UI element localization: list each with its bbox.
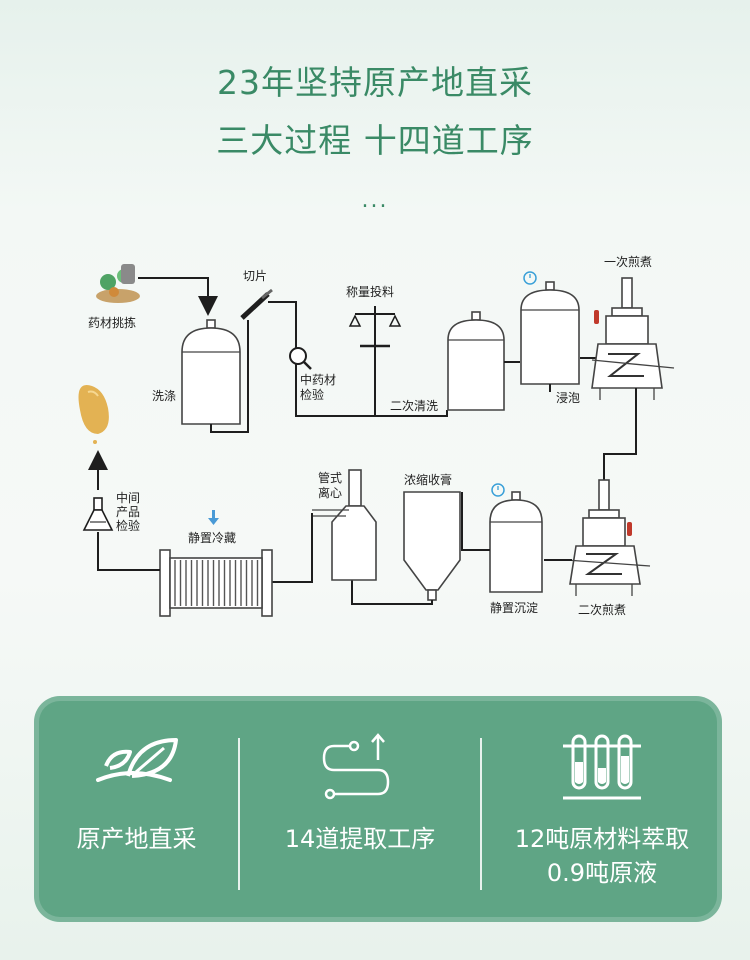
label-slicing: 切片 [243, 269, 267, 283]
pipe-weigh-to-rewash [374, 348, 448, 417]
headline-line1: 23年坚持原产地直采 [217, 63, 533, 102]
concentrator-vessel [403, 491, 461, 601]
timer-icon [491, 483, 505, 497]
feature-panel: 原产地直采 14道提取工序 12吨原材料萃取 0.9吨原液 [34, 696, 722, 922]
feature-label-steps: 14道提取工序 [284, 825, 436, 853]
divider [480, 738, 482, 890]
rewash-vessel [447, 311, 505, 411]
scale-icon [348, 306, 402, 348]
label-first-decoction: 一次煎煮 [604, 254, 652, 269]
pipe-slice-to-inspect [268, 301, 297, 350]
thermometer-icon [594, 310, 599, 324]
label-inspect-line2: 检验 [300, 387, 324, 402]
label-centrifuge-line2: 离心 [318, 485, 342, 500]
headline-line2: 三大过程 十四道工序 [216, 121, 534, 160]
feature-label-yield: 12吨原材料萃取 0.9吨原液 [482, 822, 722, 890]
label-concentrate: 浓缩收膏 [404, 472, 452, 487]
label-settling: 静置沉淀 [490, 601, 538, 615]
magnifier-icon [289, 347, 312, 370]
herb-selection-icon [96, 264, 140, 303]
washing-vessel [181, 319, 241, 425]
label-soaking: 浸泡 [556, 391, 580, 405]
test-tubes-icon [563, 734, 641, 800]
label-washing: 洗涤 [152, 389, 176, 403]
centrifuge-vessel [312, 469, 377, 581]
label-mid-line2: 产品 [116, 505, 140, 519]
knife-icon [240, 288, 273, 320]
label-second-decoction: 二次煎煮 [578, 602, 626, 617]
pipe-herb-to-wash [138, 277, 218, 316]
second-decoction-vessel [565, 479, 651, 596]
label-mid-line3: 检验 [116, 518, 140, 533]
settling-vessel [489, 491, 543, 593]
label-centrifuge-line1: 管式 [318, 470, 342, 485]
cooler-unit [159, 549, 273, 617]
label-cold-storage: 静置冷藏 [188, 531, 236, 545]
feature-yield: 12吨原材料萃取 0.9吨原液 [482, 696, 722, 922]
capsule-icon [78, 385, 109, 444]
feature-origin: 原产地直采 [34, 696, 239, 922]
timer-icon [523, 271, 537, 285]
ellipsis-dots: ... [361, 188, 389, 213]
flask-icon [82, 497, 114, 531]
process-flow-diagram: 药材挑拣 洗涤 切片 中药材 检验 称量投料 二次清洗 [78, 254, 675, 617]
cold-arrow-icon [208, 510, 219, 525]
pipe-cold-to-test [97, 532, 160, 571]
label-second-wash: 二次清洗 [390, 399, 438, 413]
pipe-wash-to-slice [210, 320, 249, 433]
feature-label-yield-line2: 0.9吨原液 [546, 859, 658, 887]
pipe-settle-to-concentrate [461, 492, 490, 551]
leaf-icon [95, 738, 178, 782]
label-inspect-line1: 中药材 [300, 372, 336, 387]
feature-label-origin: 原产地直采 [76, 825, 197, 853]
feature-steps: 14道提取工序 [240, 696, 480, 922]
process-path-icon [322, 733, 390, 800]
first-decoction-vessel [591, 277, 675, 400]
divider [238, 738, 240, 890]
label-mid-line1: 中间 [116, 490, 140, 505]
feature-label-yield-line1: 12吨原材料萃取 [514, 825, 690, 853]
label-weighing: 称量投料 [346, 284, 394, 299]
thermometer-icon [627, 522, 632, 536]
pipe-centrifuge-to-cold [272, 513, 313, 583]
pipe-concentrate-to-centrifuge [351, 576, 433, 605]
pipe-boil1-to-boil2 [603, 388, 637, 502]
soaking-vessel [520, 281, 580, 385]
label-herb-selection: 药材挑拣 [88, 315, 136, 330]
